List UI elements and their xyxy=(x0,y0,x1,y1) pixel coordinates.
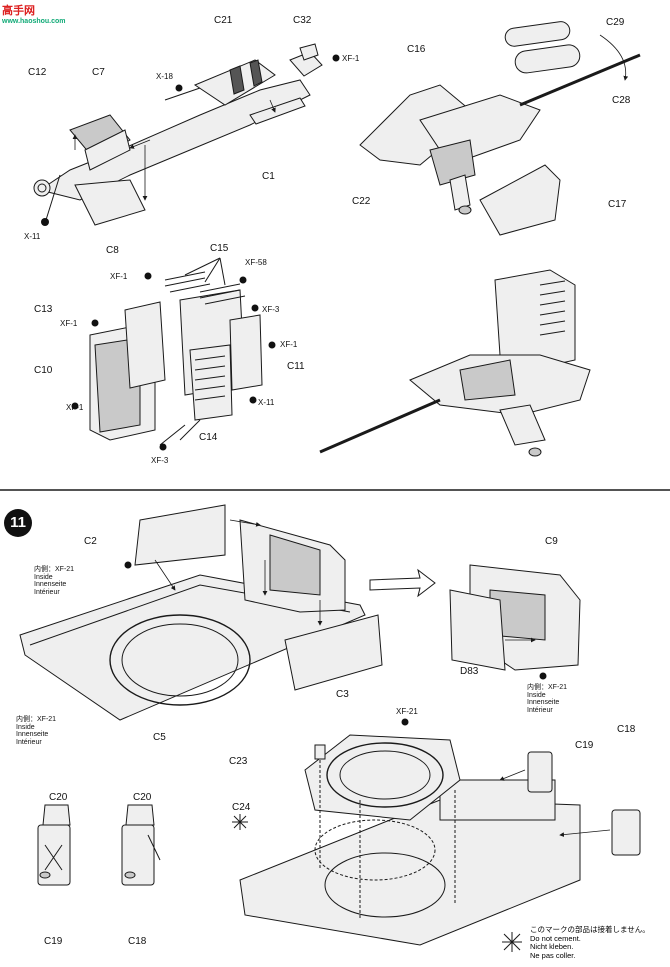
step-number-badge: 11 xyxy=(4,509,32,537)
no-cement-legend: このマークの部品は接着しません。 Do not cement. Nicht kl… xyxy=(530,925,650,960)
label-xf1-b: XF-1 xyxy=(110,272,128,281)
ammo-rack-assembly xyxy=(71,257,276,451)
label-c3: C3 xyxy=(336,689,349,700)
label-c13: C13 xyxy=(34,304,53,315)
label-c32: C32 xyxy=(293,15,312,26)
label-c22: C22 xyxy=(352,196,371,207)
legend-no-cement-icon xyxy=(502,932,522,952)
inside-note-right: 内側：XF-21 Inside Innenseite Intérieur xyxy=(527,684,568,715)
label-c14: C14 xyxy=(199,432,218,443)
hull-deck-assembly xyxy=(19,504,436,721)
c9-d83-assembly xyxy=(449,564,581,680)
label-xf1-a: XF-1 xyxy=(342,54,360,63)
label-c12: C12 xyxy=(28,67,47,78)
label-xf1-c: XF-1 xyxy=(60,319,78,328)
label-c20-a: C20 xyxy=(49,792,68,803)
inside-note-left-bottom: 内側：XF-21 Inside Innenseite Intérieur xyxy=(16,716,57,747)
watermark-logo: 高手网 www.haoshou.com xyxy=(2,5,66,25)
label-c8: C8 xyxy=(106,245,119,256)
label-xf1-e: XF-1 xyxy=(66,403,84,412)
label-x18: X-18 xyxy=(156,72,173,81)
label-c16: C16 xyxy=(407,44,426,55)
label-c10: C10 xyxy=(34,365,53,376)
label-c20-b: C20 xyxy=(133,792,152,803)
label-x11-a: X-11 xyxy=(24,232,41,241)
storage-bin-left xyxy=(37,804,71,886)
label-c24: C24 xyxy=(232,802,251,813)
label-c17: C17 xyxy=(608,199,627,210)
no-cement-mark-icon xyxy=(232,814,248,830)
label-c9: C9 xyxy=(545,536,558,547)
label-xf3-b: XF-3 xyxy=(151,456,169,465)
label-c1: C1 xyxy=(262,171,275,182)
gun-assembly-left xyxy=(33,43,340,226)
label-xf21-top: XF-21 xyxy=(396,707,418,716)
gun-mount-right xyxy=(359,21,641,236)
inside-note-left-top: 内側：XF-21 Inside Innenseite Intérieur xyxy=(34,566,75,597)
label-xf1-d: XF-1 xyxy=(280,340,298,349)
label-c29: C29 xyxy=(606,17,625,28)
label-c23: C23 xyxy=(229,756,248,767)
label-c21: C21 xyxy=(214,15,233,26)
label-c19-bottom: C19 xyxy=(44,936,63,947)
turret-ring-assembly xyxy=(239,718,641,946)
label-c18-bottom: C18 xyxy=(128,936,147,947)
label-c15: C15 xyxy=(210,243,229,254)
label-c18-top: C18 xyxy=(617,724,636,735)
label-c2: C2 xyxy=(84,536,97,547)
storage-bin-right xyxy=(121,804,161,886)
label-xf3-a: XF-3 xyxy=(262,305,280,314)
label-x11-b: X-11 xyxy=(258,398,275,407)
label-c28: C28 xyxy=(612,95,631,106)
label-c19-top: C19 xyxy=(575,740,594,751)
label-c5: C5 xyxy=(153,732,166,743)
label-c11: C11 xyxy=(287,361,305,372)
label-c7: C7 xyxy=(92,67,105,78)
label-xf58: XF-58 xyxy=(245,258,267,267)
completed-gun-view xyxy=(319,269,591,457)
label-d83: D83 xyxy=(460,666,479,677)
